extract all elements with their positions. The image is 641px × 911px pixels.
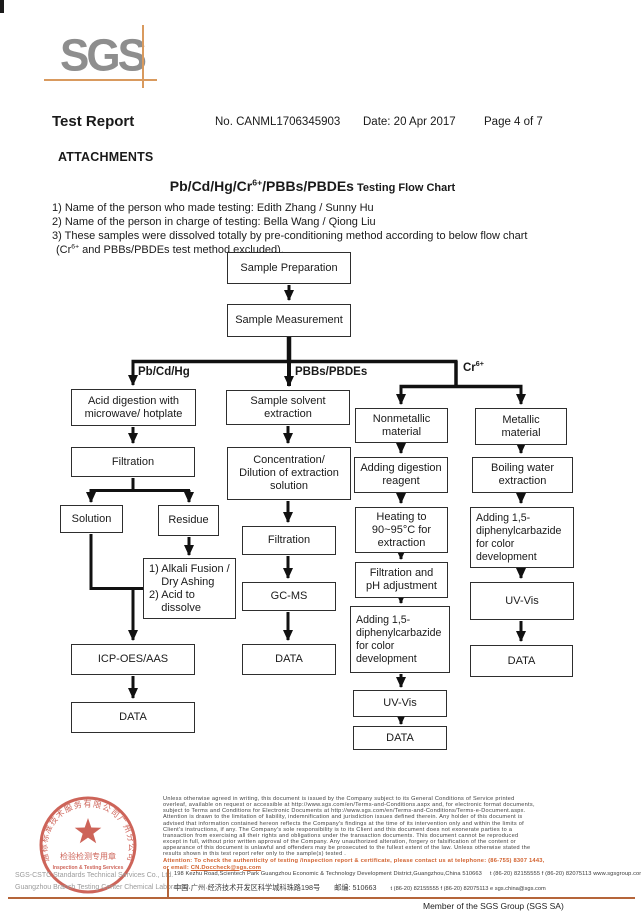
node-uv-vis-1: UV-Vis (353, 690, 447, 717)
report-number: No. CANML1706345903 (215, 116, 341, 128)
document-title: Test Report (52, 113, 135, 130)
notes-block: 1) Name of the person who made testing: … (52, 201, 528, 257)
page-indicator: Page 4 of 7 (484, 116, 543, 128)
legal-line: subject to Terms and Conditions for Elec… (163, 808, 526, 815)
legal-line: transaction from exercising all their ri… (163, 832, 519, 839)
node-solution: Solution (60, 505, 123, 533)
node-adding-dpc-2: Adding 1,5- diphenylcarbazide for color … (470, 507, 574, 568)
stamp-center-cn: 检验检测专用章 (60, 851, 116, 861)
legal-disclaimer: Unless otherwise agreed in writing, this… (163, 796, 641, 858)
node-adding-digestion-reagent: Adding digestion reagent (354, 457, 448, 493)
attention-line-1: Attention: To check the authenticity of … (163, 858, 545, 864)
node-sample-measurement: Sample Measurement (227, 304, 351, 337)
flow-title-main: Pb/Cd/Hg/Cr (169, 178, 253, 194)
node-filtration-ph: Filtration and pH adjustment (355, 562, 448, 598)
node-uv-vis-2: UV-Vis (470, 582, 574, 620)
node-sample-preparation: Sample Preparation (227, 252, 351, 284)
stamp-center-en: Inspection & Testing Services (53, 865, 124, 871)
legal-line: results shown in this test report refer … (163, 851, 347, 858)
flow-title-sup: 6+ (252, 177, 263, 188)
node-data-2: DATA (242, 644, 336, 675)
logo-vertical-rule (142, 25, 144, 88)
company-name-line2: Guangzhou Branch Testing Center Chemical… (15, 884, 191, 891)
legal-line: Client's instructions, if any. The Compa… (163, 826, 513, 833)
sgs-logo: SGS (60, 30, 147, 81)
note-2: 2) Name of the person in charge of testi… (52, 216, 376, 228)
node-metallic-material: Metallic material (475, 408, 567, 445)
branch-label-cr6: Cr6+ (463, 360, 484, 374)
node-icp-oes-aas: ICP-OES/AAS (71, 644, 195, 675)
flow-chart-title: Pb/Cd/Hg/Cr6+/PBBs/PBDEs Testing Flow Ch… (0, 178, 625, 196)
node-filtration-2: Filtration (242, 526, 336, 555)
node-acid-digestion: Acid digestion with microwave/ hotplate (71, 389, 196, 426)
branch-label-pbbs-pbdes: PBBs/PBDEs (295, 366, 368, 378)
node-data-1: DATA (71, 702, 195, 733)
report-date: Date: 20 Apr 2017 (363, 116, 456, 128)
node-solvent-extraction: Sample solvent extraction (226, 390, 350, 425)
attention-notice: Attention: To check the authenticity of … (163, 858, 544, 871)
inspection-stamp: 通标标准技术服务有限公司广州分公司 检验检测专用章 Inspection & T… (39, 796, 137, 894)
node-data-3: DATA (353, 726, 447, 750)
node-boiling-water-extraction: Boiling water extraction (472, 457, 573, 493)
node-residue: Residue (158, 505, 219, 536)
flow-title-suffix: Testing Flow Chart (353, 182, 456, 194)
node-gc-ms: GC-MS (242, 582, 336, 611)
attachments-heading: ATTACHMENTS (58, 150, 154, 164)
doccheck-email: CN.Doccheck@sgs.com (190, 864, 262, 871)
footer-rule (8, 897, 635, 899)
legal-line: advised that information contained hereo… (163, 820, 524, 827)
scan-artifact (0, 0, 4, 13)
legal-line: overleaf, available on request or access… (163, 802, 535, 809)
logo-horizontal-rule (44, 79, 157, 81)
address-line-en: 198 Kezhu Road,Scientech Park Guangzhou … (174, 871, 641, 877)
attention-line-2: or email: CN.Doccheck@sgs.com (163, 864, 262, 871)
legal-line: Attention is drawn to the limitation of … (163, 814, 523, 821)
address-divider (167, 869, 169, 897)
node-adding-dpc-1: Adding 1,5- diphenylcarbazide for color … (350, 606, 450, 673)
note-1: 1) Name of the person who made testing: … (52, 202, 374, 214)
branch-label-pb-cd-hg: Pb/Cd/Hg (138, 366, 190, 378)
sgs-member-line: Member of the SGS Group (SGS SA) (423, 901, 564, 911)
legal-line: Unless otherwise agreed in writing, this… (163, 796, 515, 802)
legal-line: appearance of this document is unlawful … (163, 845, 531, 852)
flow-title-main2: /PBBs/PBDEs (262, 178, 354, 194)
legal-line: except in full, without prior written ap… (163, 839, 517, 846)
node-filtration-1: Filtration (71, 447, 195, 477)
node-data-4: DATA (470, 645, 573, 677)
note-3: 3) These samples were dissolved totally … (52, 230, 528, 242)
node-alkali-fusion: 1) Alkali Fusion / Dry Ashing 2) Acid to… (143, 558, 236, 619)
company-name-line1: SGS-CSTC Standards Technical Services Co… (15, 872, 174, 879)
node-heating-extraction: Heating to 90~95°C for extraction (355, 507, 448, 553)
node-concentration: Concentration/ Dilution of extraction so… (227, 447, 351, 500)
node-nonmetallic-material: Nonmetallic material (355, 408, 448, 443)
